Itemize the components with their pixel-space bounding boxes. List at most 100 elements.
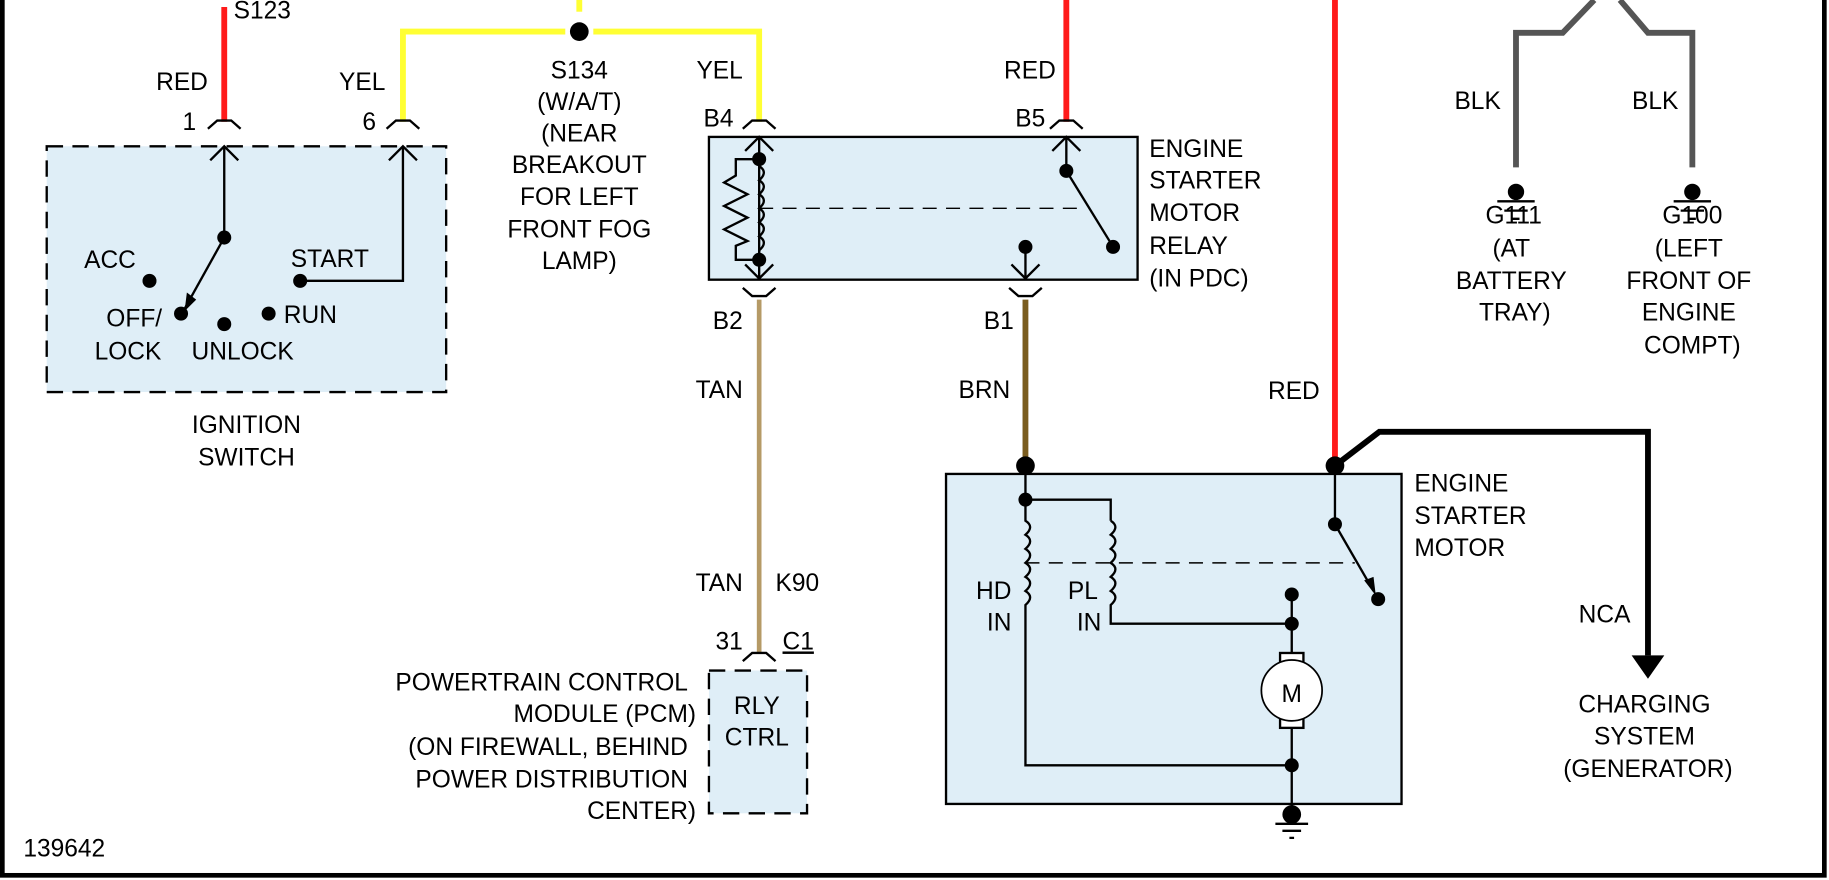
g111-line3: BATTERY (1456, 268, 1567, 295)
switch-blade-arrow-icon (184, 292, 197, 312)
relay-switch-blade (1065, 170, 1111, 242)
grounds: BLK BLK G111 (AT BATTERY TRAY) G100 (LEF… (1454, 0, 1751, 359)
relay-resistor-icon (721, 157, 760, 261)
splice-s123-label: S123 (234, 0, 291, 25)
starter-switch-arrow-icon (1364, 576, 1376, 596)
pl-coil-icon (1108, 519, 1292, 625)
splice-s134-line1: S134 (551, 57, 608, 84)
g111-ground-dot (1507, 183, 1525, 201)
g100-line2: (LEFT (1655, 235, 1723, 262)
splice-s134-line3: (NEAR (541, 121, 617, 148)
contact-acc-dot (142, 273, 157, 288)
splice-s134-line2: (W/A/T) (537, 89, 621, 116)
pcm-circuit: TAN TAN K90 31 C1 RLY CTRL POWERTRAIN CO… (395, 299, 820, 825)
figure-id-number: 139642 (23, 836, 105, 863)
starter-motor-relay: YEL B4 B2 RED B5 B1 ENGINE STARTER MOTOR… (696, 0, 1261, 335)
position-run-label: RUN (284, 302, 337, 329)
starter-ground-dot (1282, 805, 1302, 824)
splice-s134-line6: FRONT FOG (507, 217, 651, 244)
wire-color-red-relay: RED (1004, 57, 1056, 84)
wire-blk (1513, 0, 1696, 168)
splice-s134: S134 (W/A/T) (NEAR BREAKOUT FOR LEFT FRO… (507, 0, 763, 275)
motor-hd-junction-dot (1284, 758, 1299, 773)
pl-in-line1: PL (1068, 578, 1098, 605)
pcm-inner-line2: CTRL (725, 724, 789, 751)
wire-color-blk-left: BLK (1454, 88, 1501, 115)
wire-color-yel-relay: YEL (696, 57, 742, 84)
starter-ground-icon (1275, 822, 1309, 840)
connector-b4-icon (742, 119, 777, 130)
contact-unlock-dot (217, 317, 232, 332)
g100-line1: G100 (1662, 202, 1722, 229)
charging-line2: SYSTEM (1594, 723, 1695, 750)
charging-line1: CHARGING (1578, 692, 1710, 719)
pin-6-label: 6 (362, 109, 376, 136)
charging-arrow-icon (1631, 655, 1665, 679)
position-off-label: OFF/ (106, 305, 162, 332)
ignition-switch-box (45, 145, 448, 394)
wire-yel-ignition (400, 28, 566, 122)
starter-name-line1: ENGINE (1414, 470, 1508, 497)
starter-switch-contact-dot (1371, 592, 1386, 607)
start-contact-trace (300, 146, 405, 283)
g100-line5: COMPT) (1644, 332, 1741, 359)
pl-coil-feed-trace (1025, 498, 1112, 521)
wire-color-tan-upper: TAN (696, 377, 743, 404)
wire-color-brn: BRN (958, 377, 1010, 404)
position-lock-label: LOCK (95, 338, 162, 365)
pcm-name-line2: MODULE (PCM) (514, 701, 697, 728)
pin-1-label: 1 (183, 109, 197, 136)
charging-line3: (GENERATOR) (1563, 756, 1732, 783)
motor-symbol: M (1282, 681, 1302, 708)
pl-in-line2: IN (1077, 610, 1102, 637)
starter-motor-box (944, 472, 1403, 806)
circuit-k90-label: K90 (776, 570, 820, 597)
wire-yel-relay (593, 28, 763, 122)
splice-s134-line7: LAMP) (542, 248, 617, 275)
splice-s134-dot (569, 22, 589, 41)
wire-label-nca: NCA (1579, 602, 1631, 629)
g111-line2: (AT (1492, 235, 1530, 262)
wire-color-red-ign: RED (156, 69, 208, 96)
contact-run-dot (261, 306, 276, 321)
contact-off-lock-dot (174, 306, 189, 321)
ignition-switch: S123 RED 1 ACC OFF/ LOCK UNLOCK RUN STAR… (45, 0, 566, 472)
hd-in-line1: HD (976, 578, 1011, 605)
g100-ground-dot (1684, 183, 1701, 201)
pcm-name-line4: POWER DISTRIBUTION (415, 767, 687, 794)
motor-pl-junction-dot (1284, 616, 1299, 631)
pcm-box (707, 669, 809, 815)
position-acc-label: ACC (84, 247, 136, 274)
motor-icon (1260, 659, 1323, 722)
pcm-name-line5: CENTER) (587, 798, 696, 825)
wire-color-red-starter: RED (1268, 378, 1320, 405)
wire-color-tan-lower: TAN (696, 570, 743, 597)
terminal-arrow-1-icon (209, 144, 240, 238)
ignition-switch-name-line1: IGNITION (192, 412, 301, 439)
pcm-name-line1: POWERTRAIN CONTROL (395, 669, 687, 696)
hd-in-line2: IN (987, 610, 1012, 637)
g111-line1: G111 (1485, 202, 1541, 229)
relay-name-line4: RELAY (1149, 233, 1228, 260)
g111-ground-icon (1497, 200, 1535, 220)
g100-line4: ENGINE (1642, 300, 1736, 327)
wire-color-blk-right: BLK (1632, 88, 1679, 115)
splice-s134-line4: BREAKOUT (512, 152, 647, 179)
pcm-pin-31: 31 (716, 628, 743, 655)
connector-pin-31-icon (742, 651, 777, 663)
connector-b5-icon (1049, 119, 1084, 130)
pcm-connector-c1: C1 (783, 628, 814, 655)
wire-nca (1333, 428, 1651, 656)
ignition-switch-name-line2: SWITCH (198, 445, 295, 472)
wire-color-yel-ign: YEL (339, 69, 385, 96)
relay-name-line1: ENGINE (1149, 136, 1243, 163)
relay-switch-contact-dot (1106, 239, 1121, 254)
terminal-arrow-6-icon (388, 144, 418, 162)
relay-pin-b2: B2 (713, 308, 743, 335)
g100-ground-icon (1673, 200, 1712, 220)
charging-system: NCA CHARGING SYSTEM (GENERATOR) (1333, 428, 1733, 783)
relay-name-line5: (IN PDC) (1149, 266, 1248, 293)
relay-name-line3: MOTOR (1149, 200, 1240, 227)
